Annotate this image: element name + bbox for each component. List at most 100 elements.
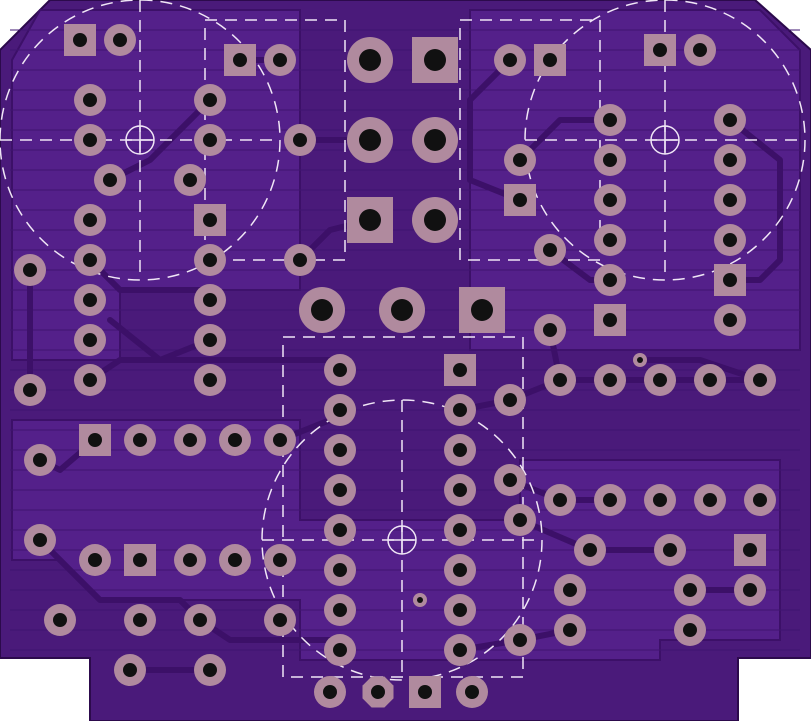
drill-hole — [653, 493, 667, 507]
trace — [467, 57, 523, 203]
drill-hole — [424, 49, 446, 71]
drill-hole — [503, 473, 517, 487]
drill-hole — [703, 493, 717, 507]
drill-hole — [583, 543, 597, 557]
drill-hole — [193, 613, 207, 627]
drill-hole — [453, 363, 467, 377]
drill-hole — [417, 597, 423, 603]
drill-hole — [203, 663, 217, 677]
drill-hole — [33, 533, 47, 547]
drill-hole — [513, 633, 527, 647]
drill-hole — [273, 553, 287, 567]
drill-hole — [88, 553, 102, 567]
drill-hole — [723, 273, 737, 287]
drill-hole — [359, 209, 381, 231]
drill-hole — [333, 403, 347, 417]
drill-hole — [424, 209, 446, 231]
drill-hole — [133, 433, 147, 447]
drill-hole — [603, 373, 617, 387]
drill-hole — [359, 129, 381, 151]
drill-hole — [743, 543, 757, 557]
drill-hole — [83, 333, 97, 347]
drill-hole — [123, 663, 137, 677]
drill-hole — [563, 623, 577, 637]
drill-hole — [418, 685, 432, 699]
drill-hole — [53, 613, 67, 627]
drill-hole — [453, 643, 467, 657]
drill-hole — [83, 93, 97, 107]
drill-hole — [311, 299, 333, 321]
trace — [637, 357, 763, 383]
drill-hole — [203, 93, 217, 107]
drill-hole — [83, 373, 97, 387]
trace — [727, 117, 783, 283]
drill-hole — [88, 433, 102, 447]
drill-hole — [503, 53, 517, 67]
drill-hole — [33, 453, 47, 467]
drill-hole — [273, 53, 287, 67]
drill-hole — [553, 493, 567, 507]
drill-hole — [653, 373, 667, 387]
drill-hole — [23, 383, 37, 397]
pot-outline-center — [261, 399, 543, 681]
drill-hole — [723, 233, 737, 247]
drill-hole — [293, 253, 307, 267]
pot-outline-right — [524, 0, 806, 281]
drill-hole — [103, 173, 117, 187]
drill-hole — [228, 433, 242, 447]
crosshair-marks — [125, 125, 680, 555]
drill-hole — [563, 583, 577, 597]
drill-hole — [723, 113, 737, 127]
drill-hole — [453, 483, 467, 497]
drill-hole — [371, 685, 385, 699]
drill-hole — [203, 133, 217, 147]
drill-hole — [233, 53, 247, 67]
drill-hole — [183, 173, 197, 187]
drill-hole — [503, 393, 517, 407]
pot-outline-left — [0, 0, 281, 281]
trace — [517, 117, 613, 163]
drill-hole — [513, 193, 527, 207]
drill-hole — [203, 213, 217, 227]
drill-hole — [183, 553, 197, 567]
drill-hole — [23, 263, 37, 277]
drill-hole — [203, 253, 217, 267]
drill-hole — [228, 553, 242, 567]
drill-hole — [333, 523, 347, 537]
drill-hole — [333, 483, 347, 497]
drill-hole — [603, 493, 617, 507]
drill-hole — [83, 293, 97, 307]
drill-hole — [603, 233, 617, 247]
drill-hole — [83, 213, 97, 227]
drill-hole — [603, 273, 617, 287]
drill-hole — [683, 583, 697, 597]
drill-hole — [723, 153, 737, 167]
drill-hole — [683, 623, 697, 637]
drill-hole — [273, 613, 287, 627]
drill-hole — [83, 133, 97, 147]
drill-hole — [73, 33, 87, 47]
drill-hole — [83, 253, 97, 267]
drill-hole — [603, 153, 617, 167]
drill-hole — [333, 643, 347, 657]
drill-hole — [333, 363, 347, 377]
drill-hole — [653, 43, 667, 57]
drill-hole — [543, 53, 557, 67]
drill-hole — [203, 333, 217, 347]
drill-hole — [723, 193, 737, 207]
pads — [14, 24, 776, 708]
drill-hole — [453, 603, 467, 617]
drill-hole — [513, 513, 527, 527]
drill-hole — [453, 403, 467, 417]
drill-hole — [603, 313, 617, 327]
drill-hole — [424, 129, 446, 151]
drill-hole — [743, 583, 757, 597]
drill-hole — [753, 373, 767, 387]
drill-hole — [113, 33, 127, 47]
drill-hole — [359, 49, 381, 71]
drill-hole — [637, 357, 643, 363]
drill-hole — [293, 133, 307, 147]
drill-hole — [273, 433, 287, 447]
